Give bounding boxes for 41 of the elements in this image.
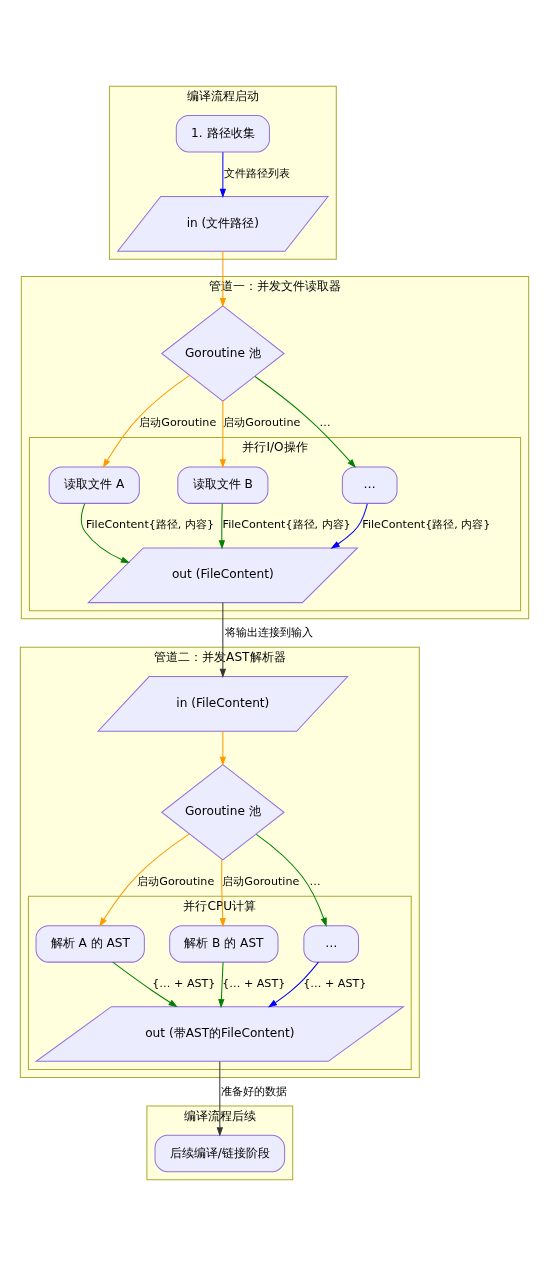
arrow — [254, 376, 356, 468]
node-diamond: Goroutine 池 — [160, 764, 285, 861]
arrow — [218, 503, 226, 550]
edge-label: 文件路径列表 — [224, 167, 291, 181]
edge-label: 启动Goroutine — [222, 874, 300, 888]
edge-label: … — [319, 416, 331, 430]
edge-label: 准备好的数据 — [221, 1084, 288, 1098]
node-box: 解析 B 的 AST — [169, 925, 279, 963]
arrow — [99, 833, 190, 927]
arrow — [80, 503, 131, 564]
edge-label: {… + AST} — [152, 977, 216, 991]
node-diamond: Goroutine 池 — [160, 305, 285, 402]
arrow — [330, 503, 368, 549]
arrow — [255, 833, 327, 927]
edge-label: {… + AST} — [222, 977, 286, 991]
edge-label: FileContent{路径, 内容} — [362, 518, 491, 532]
arrow — [219, 602, 227, 678]
edge-label: … — [309, 874, 321, 888]
arrow — [267, 961, 319, 1008]
edge-label: FileContent{路径, 内容} — [85, 518, 214, 532]
edge-label: {… + AST} — [303, 977, 367, 991]
arrow — [219, 730, 227, 766]
node-box: 后续编译/链接阶段 — [154, 1134, 286, 1173]
node-box: 1. 路径收集 — [175, 115, 270, 153]
node-box: 解析 A 的 AST — [35, 925, 145, 963]
node-box: … — [341, 466, 398, 504]
arrow — [112, 961, 178, 1008]
edge-label: FileContent{路径, 内容} — [222, 518, 351, 532]
node-box: 读取文件 A — [48, 466, 140, 504]
node-box: … — [303, 925, 360, 963]
edge-label: 启动Goroutine — [139, 416, 217, 430]
edge-label: 启动Goroutine — [223, 416, 301, 430]
arrow — [218, 961, 225, 1009]
arrow — [216, 1060, 223, 1137]
arrow — [102, 374, 191, 469]
edge-label: 启动Goroutine — [137, 874, 215, 888]
arrow — [219, 858, 226, 928]
edge-label: 将输出连接到输入 — [224, 625, 313, 639]
node-box: 读取文件 B — [177, 466, 269, 504]
arrow — [219, 400, 227, 469]
arrow — [219, 151, 227, 198]
